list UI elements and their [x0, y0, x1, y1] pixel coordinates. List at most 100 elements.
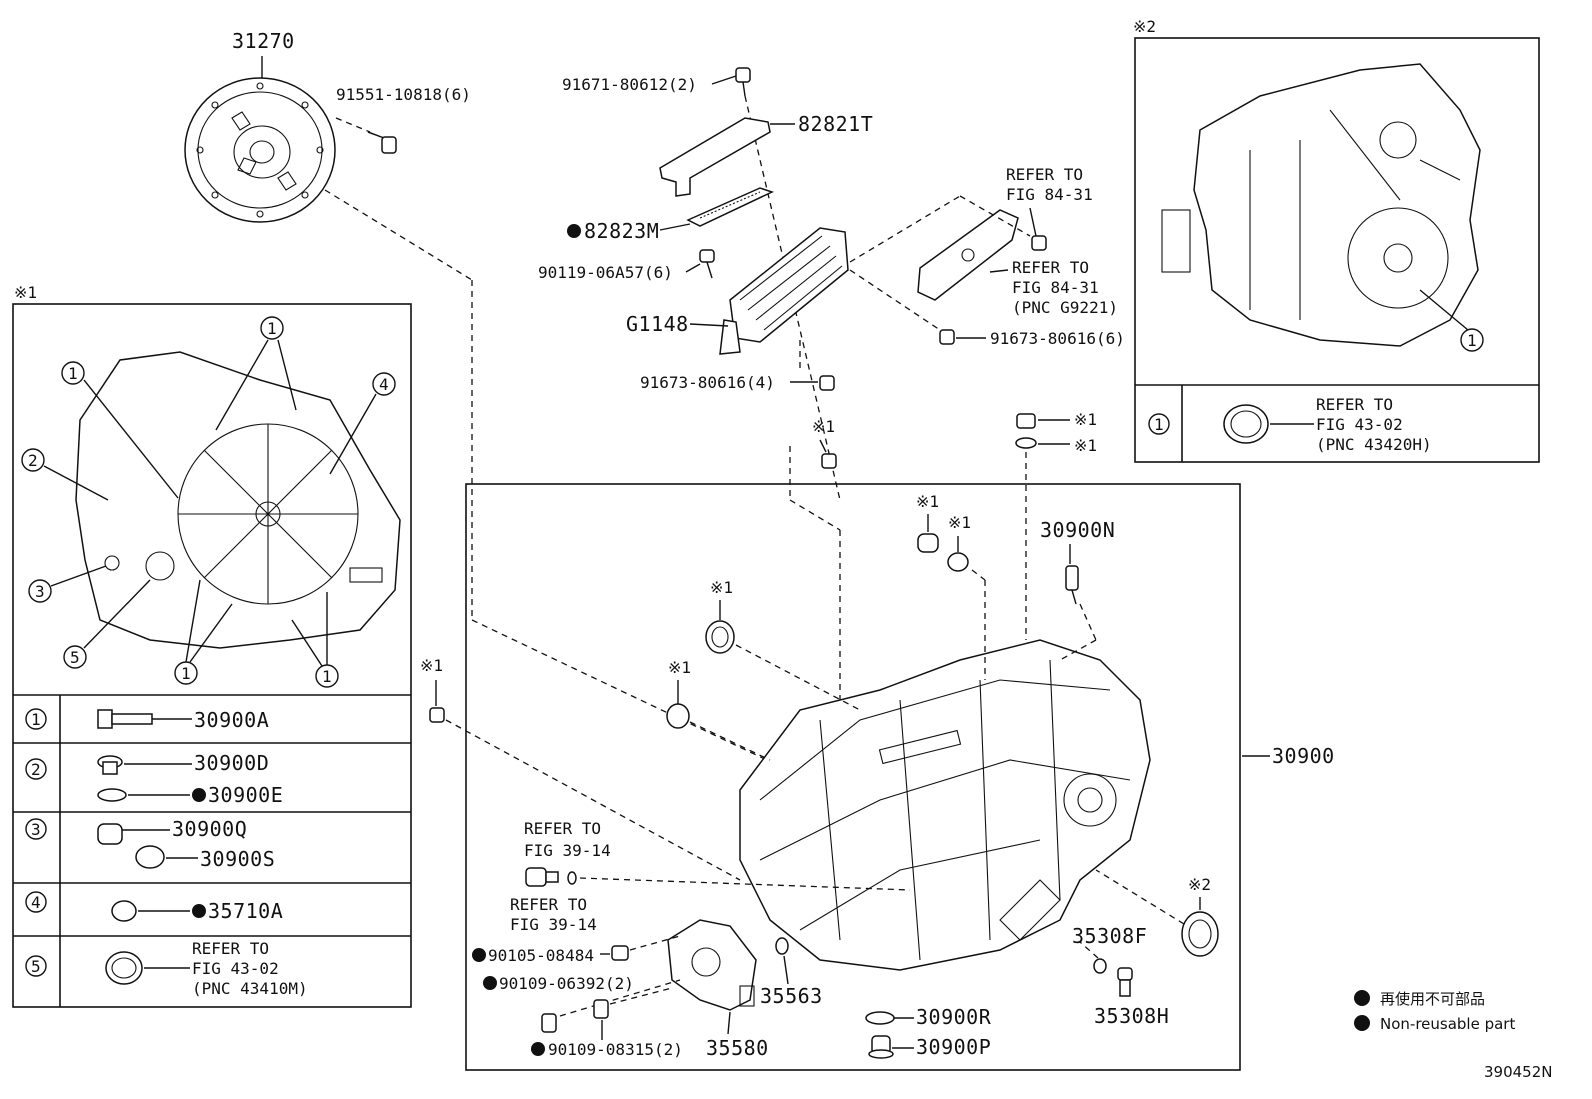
svg-text:5: 5 — [31, 957, 41, 976]
housing-variant-1[interactable] — [75, 351, 401, 649]
o-ring-39[interactable] — [567, 871, 577, 885]
table1-row5: 5 REFER TO FIG 43-02 (PNC 43410M) — [25, 939, 308, 998]
plug-main-a[interactable] — [917, 533, 939, 553]
pump-35580[interactable] — [667, 919, 757, 1011]
table2-ref-line1: REFER TO — [1316, 395, 1393, 414]
seal-main-b[interactable] — [666, 703, 690, 729]
label-30900N: 30900N — [1040, 518, 1115, 542]
bolt-91673-4[interactable] — [819, 375, 835, 391]
label-refer-84a-line2: FIG 84-31 — [1006, 185, 1093, 204]
bolt-91551[interactable] — [367, 131, 397, 154]
mark-note2-main: ※2 — [1188, 875, 1211, 894]
svg-text:3: 3 — [31, 820, 41, 839]
svg-text:3: 3 — [35, 582, 45, 601]
marker-1-top: 1 — [260, 316, 284, 340]
bolt-90109-b[interactable] — [593, 999, 609, 1019]
table1-row5-ref2: FIG 43-02 — [192, 959, 279, 978]
label-90119: 90119-06A57(6) — [538, 263, 673, 282]
bolt-91673-6[interactable] — [939, 329, 955, 345]
label-G1148: G1148 — [626, 312, 689, 336]
mark-note1-a: ※1 — [812, 417, 835, 436]
bolt-ecu[interactable] — [1031, 235, 1047, 251]
label-35563: 35563 — [760, 984, 823, 1008]
plug-bolt-a[interactable] — [821, 453, 837, 469]
table1-row1: 1 30900A — [25, 708, 269, 732]
label-91551: 91551-10818(6) — [336, 85, 471, 104]
table1-row3-part-b: 30900S — [200, 847, 275, 871]
svg-text:1: 1 — [267, 319, 277, 338]
o-ring-35308F[interactable] — [1093, 958, 1107, 974]
table1-row4-part: 35710A — [208, 899, 283, 923]
bolt-90119[interactable] — [699, 249, 715, 279]
gasket-main-a[interactable] — [947, 552, 969, 572]
seal-35710A[interactable] — [111, 900, 137, 922]
mark-note2-box: ※2 — [1133, 17, 1156, 36]
svg-text:5: 5 — [70, 648, 80, 667]
label-refer-84b-line2: FIG 84-31 — [1012, 278, 1099, 297]
bolt-91671[interactable] — [735, 67, 751, 97]
mark-note1-f: ※1 — [710, 578, 733, 597]
mark-note1-h: ※1 — [420, 656, 443, 675]
label-91673-4: 91673-80616(4) — [640, 373, 775, 392]
non-reusable-dot — [472, 948, 486, 962]
label-refer-39a-line1: REFER TO — [524, 819, 601, 838]
table2-ref-line3: (PNC 43420H) — [1316, 435, 1432, 454]
seal-30900S[interactable] — [135, 845, 165, 869]
marker-3: 3 — [28, 579, 52, 603]
bolt-90105[interactable] — [611, 945, 629, 961]
label-30900R: 30900R — [916, 1005, 992, 1029]
plug-30900D[interactable] — [97, 755, 123, 775]
marker-5: 5 — [63, 645, 87, 669]
main-housing-box — [465, 483, 1241, 1071]
housing-variant-2-box — [1134, 37, 1540, 463]
sensor-35308H[interactable] — [1117, 967, 1133, 997]
ecu-bracket-G1148[interactable] — [719, 227, 849, 355]
gasket-30900E[interactable] — [97, 788, 127, 802]
seal-main-a[interactable] — [705, 620, 735, 654]
label-90109-a: 90109-06392(2) — [499, 974, 634, 993]
mark-note1-c: ※1 — [1074, 436, 1097, 455]
bracket-82821T[interactable] — [659, 117, 771, 197]
seal-main-right[interactable] — [1181, 911, 1219, 957]
bolt-main-left[interactable] — [429, 707, 445, 723]
pad-82823M[interactable] — [686, 187, 775, 227]
non-reusable-dot — [483, 976, 497, 990]
footer-code: 390452N — [1484, 1063, 1552, 1081]
label-35308H: 35308H — [1094, 1004, 1169, 1028]
plug-top-right[interactable] — [1015, 413, 1037, 449]
plug-30900P[interactable] — [868, 1035, 894, 1059]
clutch-cover-31270[interactable] — [184, 77, 336, 223]
table1-row4: 4 35710A — [25, 891, 283, 923]
mark-note1-d: ※1 — [916, 492, 939, 511]
ecu-module[interactable] — [917, 209, 1019, 301]
svg-text:2: 2 — [28, 451, 38, 470]
label-82823M: 82823M — [584, 219, 659, 243]
svg-text:2: 2 — [31, 760, 41, 779]
bolt-90109-a[interactable] — [541, 1013, 557, 1033]
svg-text:4: 4 — [379, 375, 389, 394]
mark-note1-g: ※1 — [668, 658, 691, 677]
label-35308F: 35308F — [1072, 924, 1147, 948]
svg-text:1: 1 — [181, 664, 191, 683]
transaxle-housing-30900[interactable] — [739, 639, 1151, 971]
label-refer-39b-line1: REFER TO — [510, 895, 587, 914]
table2-row1-num: 1 — [1154, 415, 1164, 434]
legend-en-text: Non-reusable part — [1380, 1015, 1515, 1033]
non-reusable-dot — [567, 224, 581, 238]
housing-variant-2[interactable] — [1161, 63, 1481, 347]
table1-row2-part-a: 30900D — [194, 751, 269, 775]
gasket-30900R[interactable] — [865, 1011, 895, 1025]
legend: 再使用不可部品 Non-reusable part — [1354, 990, 1515, 1033]
seal-43410M[interactable] — [105, 951, 143, 985]
label-90109-b: 90109-08315(2) — [548, 1040, 683, 1059]
marker-2: 2 — [21, 448, 45, 472]
plug-30900Q[interactable] — [97, 823, 123, 845]
marker-4: 4 — [372, 372, 396, 396]
bolt-30900A[interactable] — [97, 709, 153, 729]
plug-35563[interactable] — [775, 937, 789, 955]
label-90105: 90105-08484 — [488, 946, 594, 965]
label-refer-39a-line2: FIG 39-14 — [524, 841, 611, 860]
sensor-39[interactable] — [525, 867, 559, 887]
label-31270: 31270 — [232, 29, 295, 53]
sensor-30900N[interactable] — [1065, 565, 1079, 605]
